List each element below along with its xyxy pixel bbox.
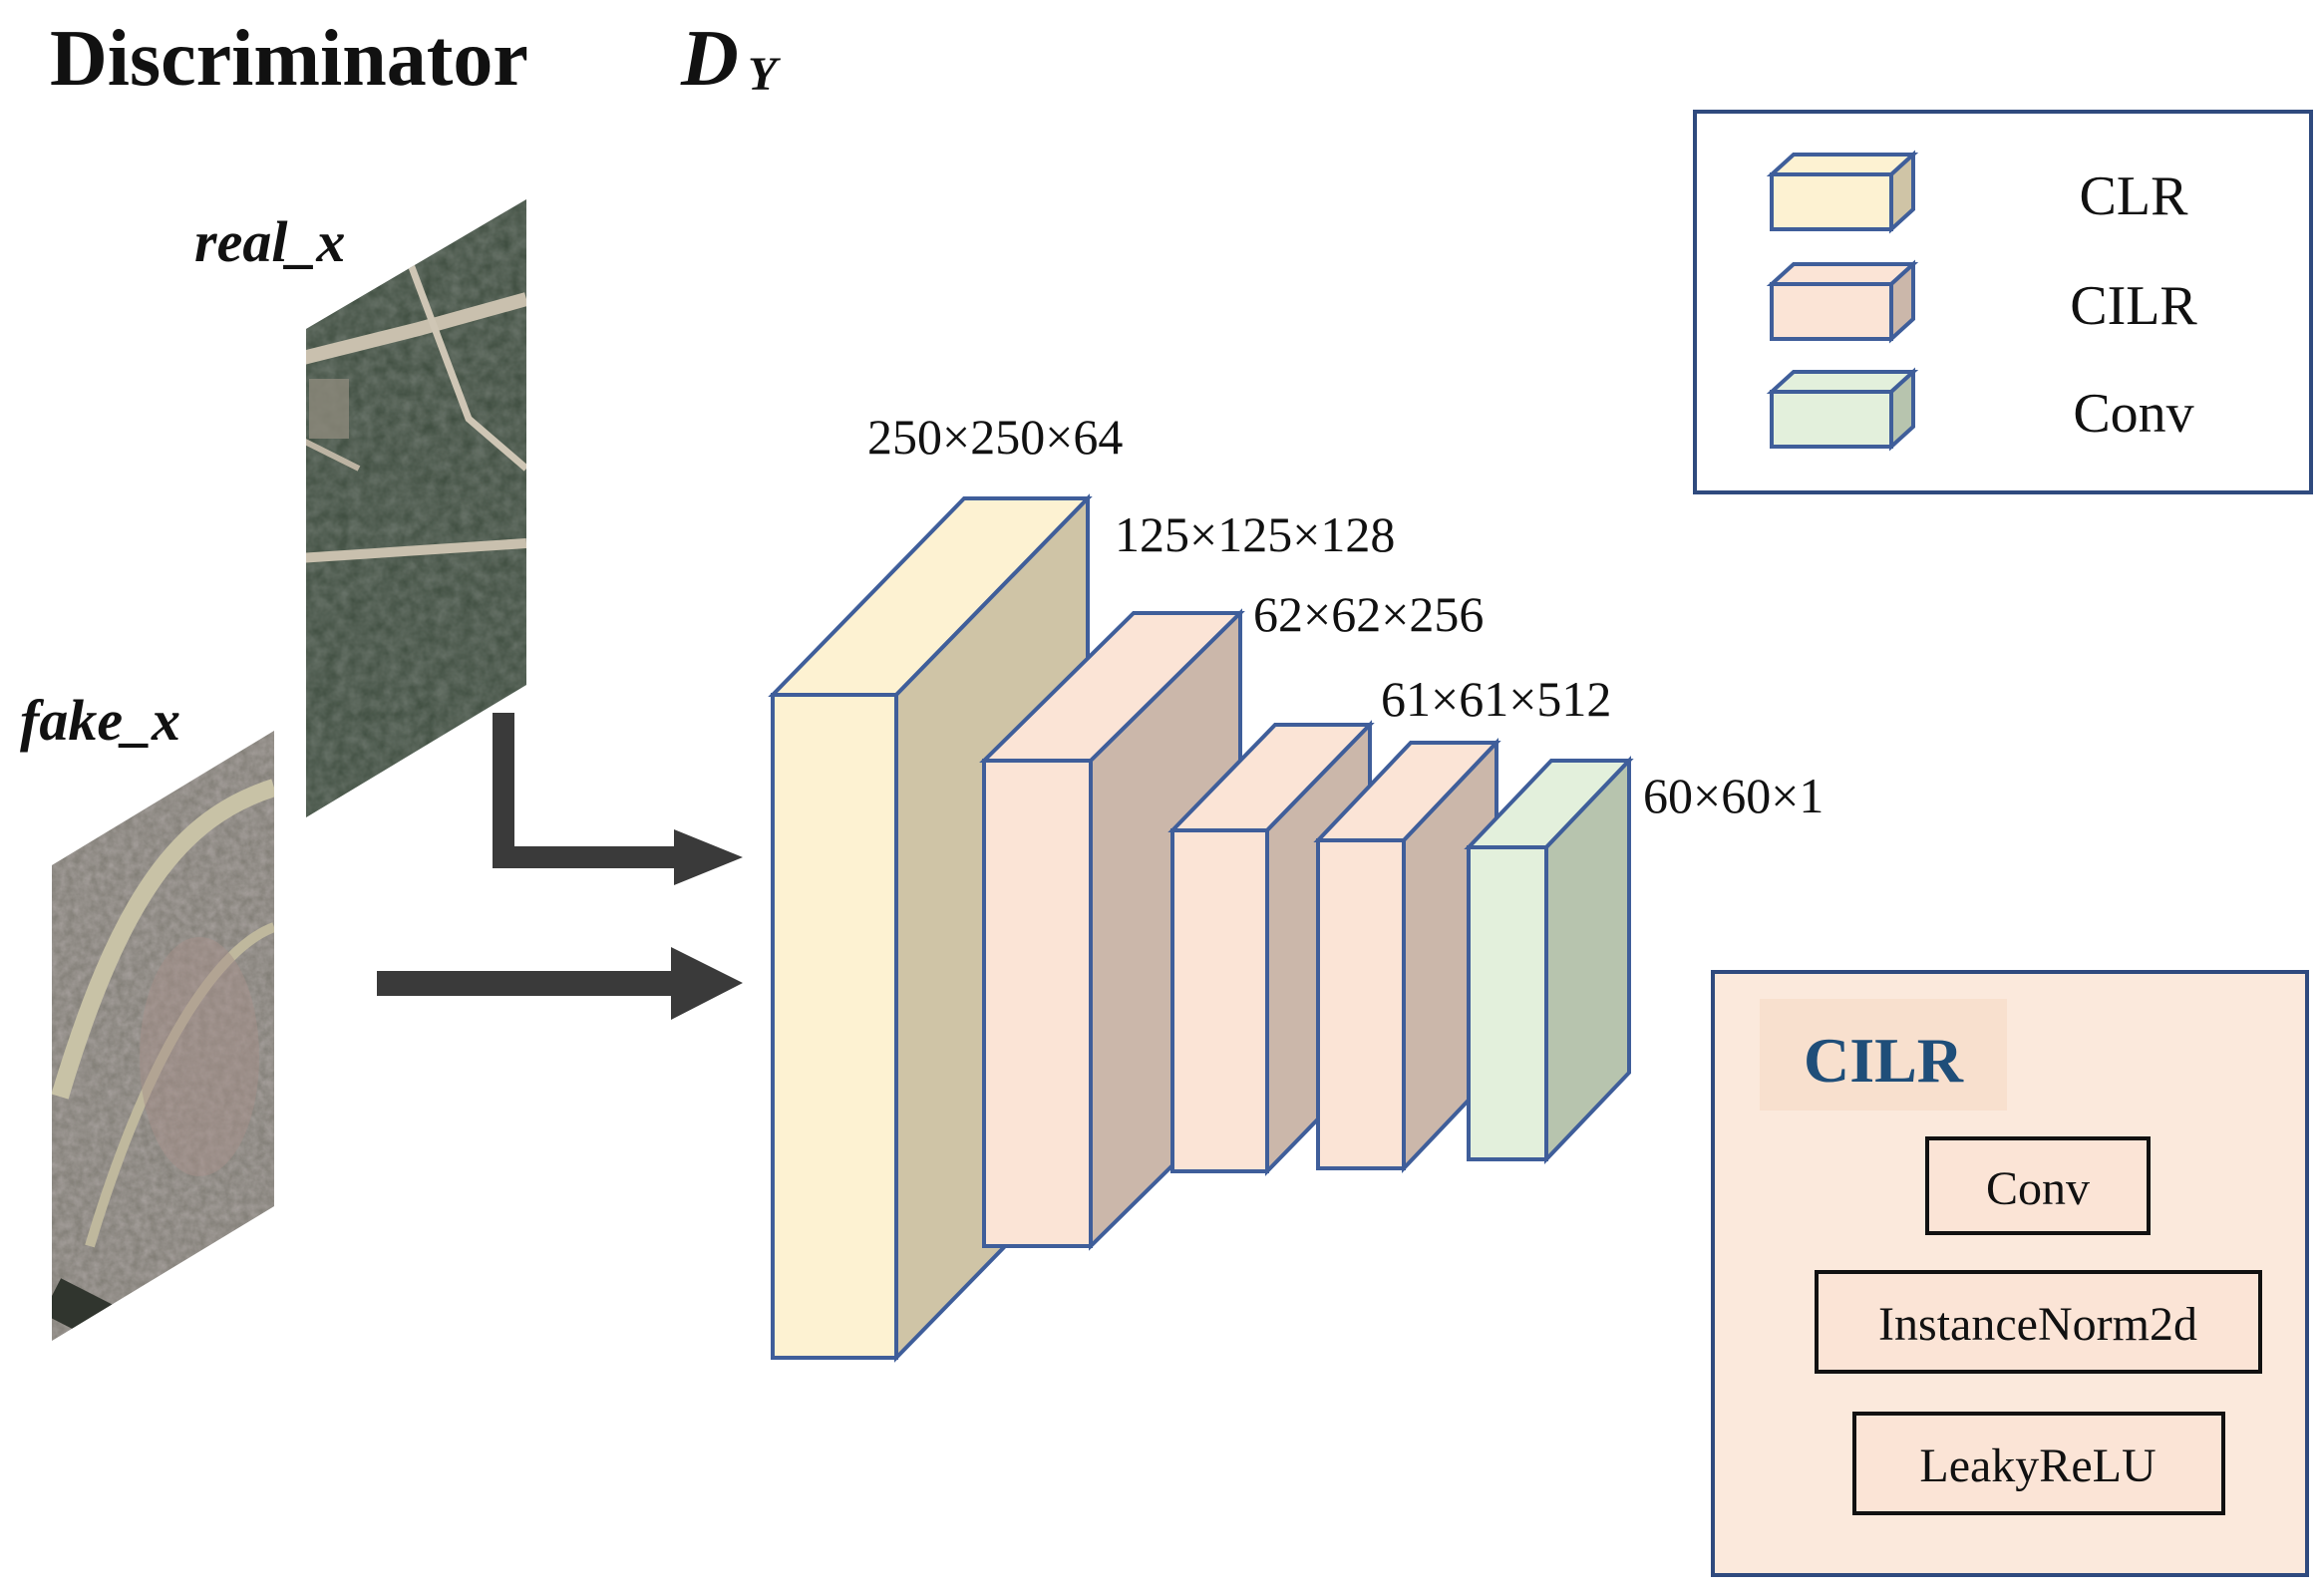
cilr-instancenorm-label: InstanceNorm2d — [1878, 1298, 2197, 1351]
cilr-panel: CILR Conv InstanceNorm2d LeakyReLU — [1711, 970, 2309, 1577]
cilr-conv-box — [1925, 1136, 2151, 1235]
layer-block-front — [1170, 828, 1269, 1173]
legend-label: CLR — [2080, 165, 2189, 227]
layer-block-front — [771, 693, 898, 1360]
layer-block-front — [1467, 845, 1548, 1161]
real-input: real_x — [194, 199, 526, 817]
legend-label: Conv — [2073, 383, 2193, 445]
legend-swatch-icon — [1770, 172, 1893, 231]
cilr-instancenorm-box — [1815, 1270, 2262, 1374]
legend-item-cilr: CILR — [1766, 259, 2197, 344]
layer-stack: 250×250×64 125×125×128 62×62×256 61×61×512 6… — [768, 409, 1824, 1363]
page-title: Discriminator D Y — [50, 15, 781, 103]
layer-block-side — [1544, 756, 1631, 1164]
cilr-panel-title: CILR — [1804, 1025, 1964, 1096]
satellite-image-fake-icon — [52, 731, 274, 1341]
layer-dims-label: 61×61×512 — [1381, 671, 1611, 727]
cilr-leakyrelu-label: LeakyReLU — [1919, 1439, 2156, 1492]
layer-dims-label: 60×60×1 — [1643, 768, 1824, 823]
legend-item-clr: CLR — [1766, 150, 2189, 234]
title-symbol: D — [680, 15, 739, 103]
legend: CLR CILR Conv — [1693, 110, 2313, 494]
legend-swatch-icon — [1770, 282, 1893, 341]
layer-block-front — [982, 759, 1093, 1248]
layer-dims-label: 125×125×128 — [1115, 506, 1395, 562]
legend-label: CILR — [2070, 275, 2197, 337]
title-subscript: Y — [748, 48, 781, 101]
cilr-title-bg — [1760, 999, 2007, 1111]
title-text: Discriminator — [50, 15, 528, 103]
arrow-real — [493, 713, 743, 885]
layer-dims-label: 62×62×256 — [1253, 586, 1484, 642]
legend-item-conv: Conv — [1766, 367, 2194, 452]
layer-dims-label: 250×250×64 — [867, 409, 1123, 465]
legend-swatch-icon — [1770, 390, 1893, 449]
fake-input: fake_x — [20, 688, 274, 1341]
arrow-fake — [377, 947, 743, 1020]
fake-input-label: fake_x — [20, 688, 180, 753]
layer-block-front — [1316, 838, 1406, 1170]
layer-block-5 — [1464, 756, 1634, 1164]
cilr-conv-label: Conv — [1986, 1162, 2090, 1215]
cilr-leakyrelu-box — [1852, 1412, 2225, 1515]
real-input-label: real_x — [194, 209, 345, 274]
